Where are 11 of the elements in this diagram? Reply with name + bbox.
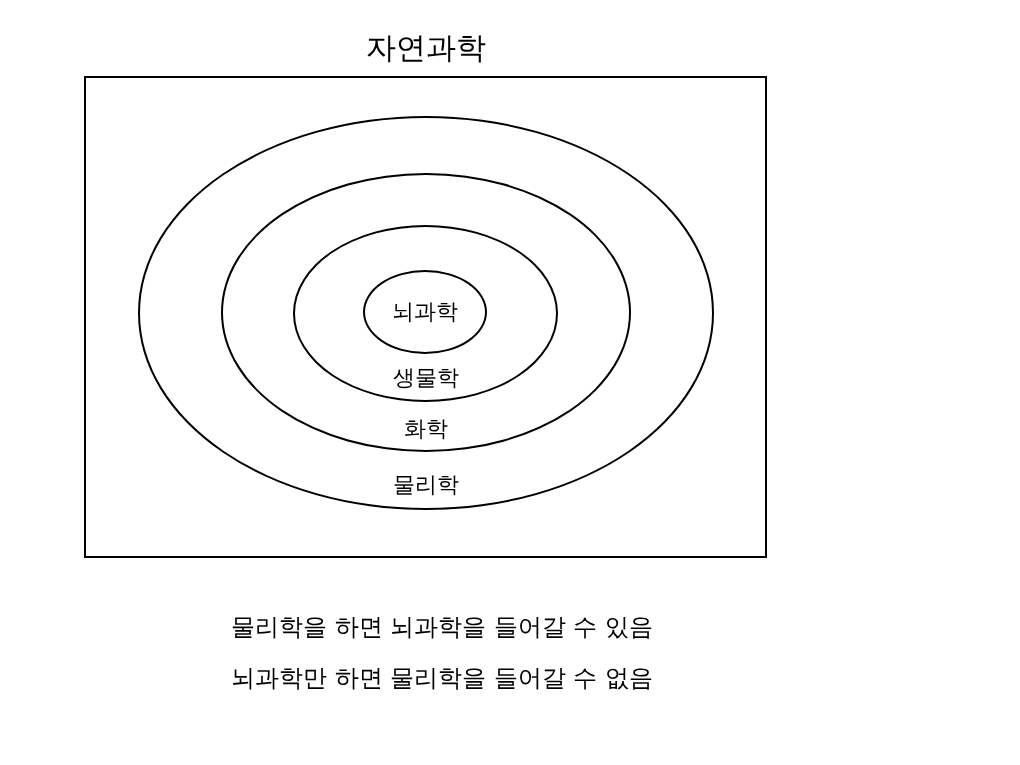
diagram-heading: 자연과학 xyxy=(364,30,487,66)
set-ellipse xyxy=(221,173,631,452)
set-label: 뇌과학 xyxy=(391,299,459,325)
set-label: 화학 xyxy=(403,416,449,442)
set-ellipse xyxy=(293,225,558,402)
set-label: 생물학 xyxy=(391,365,460,391)
note-text: 물리학을 하면 뇌과학을 들어갈 수 있음 xyxy=(229,612,655,642)
set-ellipse xyxy=(138,116,714,510)
note-text: 뇌과학만 하면 물리학을 들어갈 수 없음 xyxy=(229,663,655,693)
set-ellipse xyxy=(363,270,487,354)
set-label: 물리학 xyxy=(392,472,460,498)
